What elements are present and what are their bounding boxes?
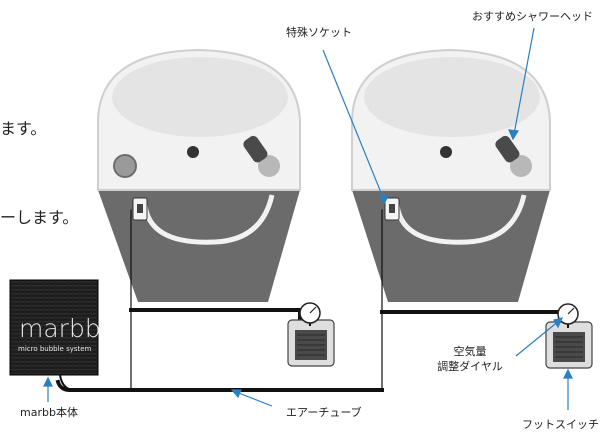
shower-hose-left [142, 194, 275, 245]
air-dial-left [299, 302, 321, 326]
marbb-device [9, 279, 99, 391]
basin-right [364, 57, 540, 137]
label-special-socket: 特殊ソケット [286, 26, 352, 39]
label-air-dial: 空気量 調整ダイヤル [428, 344, 512, 374]
label-air-dial-line1: 空気量 [453, 345, 487, 358]
intro-fragment-2: ーします。 [0, 208, 79, 227]
knob-left [113, 154, 137, 178]
shower-head-right [495, 135, 520, 163]
shampoo-bowl-right [351, 48, 551, 302]
air-dial-right [557, 303, 579, 328]
leader-lines [43, 27, 573, 410]
label-marbb-unit: marbb本体 [20, 406, 78, 419]
label-air-tube: エアーチューブ [286, 406, 362, 419]
shower-head-left [243, 135, 268, 163]
marbb-tagline: micro bubble system [18, 345, 92, 353]
shampoo-bowl-left [97, 48, 301, 302]
foot-switch-left [287, 319, 335, 367]
foot-switch-right [545, 321, 593, 369]
label-foot-switch: フットスイッチ [522, 418, 599, 431]
marbb-logo: marbb [19, 314, 101, 343]
basin-left [112, 57, 288, 137]
drain-right [440, 146, 452, 158]
fitting-left [258, 155, 280, 177]
drain-left [187, 146, 199, 158]
intro-fragment-1: ます。 [0, 119, 47, 138]
shower-hose-right [394, 194, 527, 245]
label-air-dial-line2: 調整ダイヤル [437, 360, 503, 373]
fitting-right [510, 155, 532, 177]
label-recommended-shower-head: おすすめシャワーヘッド [472, 10, 593, 23]
